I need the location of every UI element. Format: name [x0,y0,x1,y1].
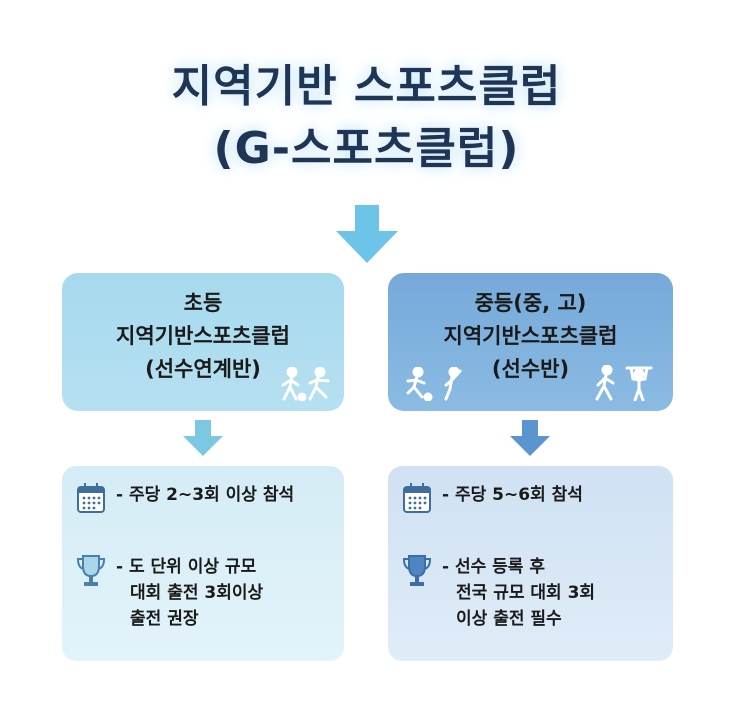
elementary-club-box: 초등 지역기반스포츠클럽 (선수연계반) [62,273,344,411]
elementary-label: 초등 [183,291,223,315]
calendar-icon [77,483,105,513]
right-down-arrow-icon [510,420,550,456]
competition-line: 이상 출전 필수 [456,609,562,629]
secondary-club-name: 지역기반스포츠클럽 [443,324,618,348]
elementary-requirements-box: - 주당 2~3회 이상 참석 - 도 단위 이상 규모 대회 출전 3회이상 … [62,466,344,661]
athletes-icon [281,367,330,401]
secondary-class: (선수반) [491,357,570,381]
trophy-icon [76,555,106,586]
secondary-label: 중등(중, 고) [474,291,587,315]
attendance-item: - 주당 2~3회 이상 참석 [76,482,294,514]
main-down-arrow-icon [336,205,398,263]
competition-item: - 선수 등록 후 전국 규모 대회 3회 이상 출전 필수 [402,554,595,632]
soccer-volleyball-icon [406,367,462,401]
secondary-club-box: 중등(중, 고) 지역기반스포츠클럽 (선수반) [388,273,673,411]
competition-line: - 선수 등록 후 [442,557,546,577]
competition-line: 전국 규모 대회 3회 [456,583,596,603]
competition-line: - 도 단위 이상 규모 [116,557,257,577]
competition-line: 출전 권장 [130,609,199,629]
elementary-class: (선수연계반) [145,357,261,381]
runner-weightlifter-icon [595,365,653,401]
left-down-arrow-icon [183,420,223,456]
competition-item: - 도 단위 이상 규모 대회 출전 3회이상 출전 권장 [76,554,263,632]
attendance-text: - 주당 5~6회 참석 [442,485,583,505]
trophy-icon [402,555,432,586]
competition-line: 대회 출전 3회이상 [130,583,264,603]
attendance-item: - 주당 5~6회 참석 [402,482,583,514]
title-line1: 지역기반 스포츠클럽 [171,61,562,112]
secondary-requirements-box: - 주당 5~6회 참석 - 선수 등록 후 전국 규모 대회 3회 이상 출전… [388,466,673,661]
elementary-club-name: 지역기반스포츠클럽 [116,324,290,348]
calendar-icon [403,483,431,513]
title-line2: (G-스포츠클럽) [213,123,520,174]
attendance-text: - 주당 2~3회 이상 참석 [116,485,295,505]
